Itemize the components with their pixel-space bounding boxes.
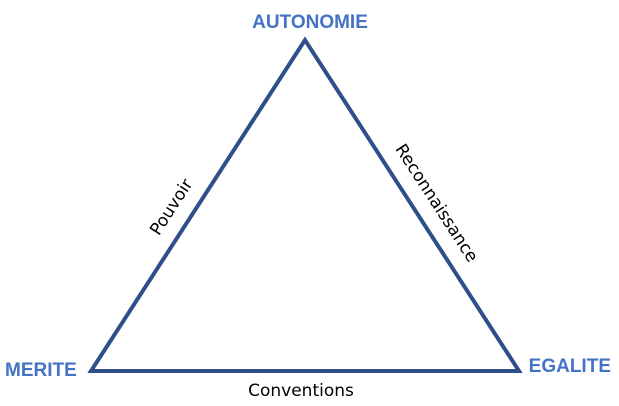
edge-label-bottom: Conventions <box>248 381 354 401</box>
edge-label-left: Pouvoir <box>146 175 197 239</box>
vertex-label-left: MERITE <box>5 360 77 381</box>
vertex-label-top: AUTONOMIE <box>252 12 368 33</box>
vertex-label-right: EGALITE <box>529 356 611 377</box>
edge-label-right: Reconnaissance <box>391 141 482 267</box>
triangle-shape <box>87 36 523 373</box>
